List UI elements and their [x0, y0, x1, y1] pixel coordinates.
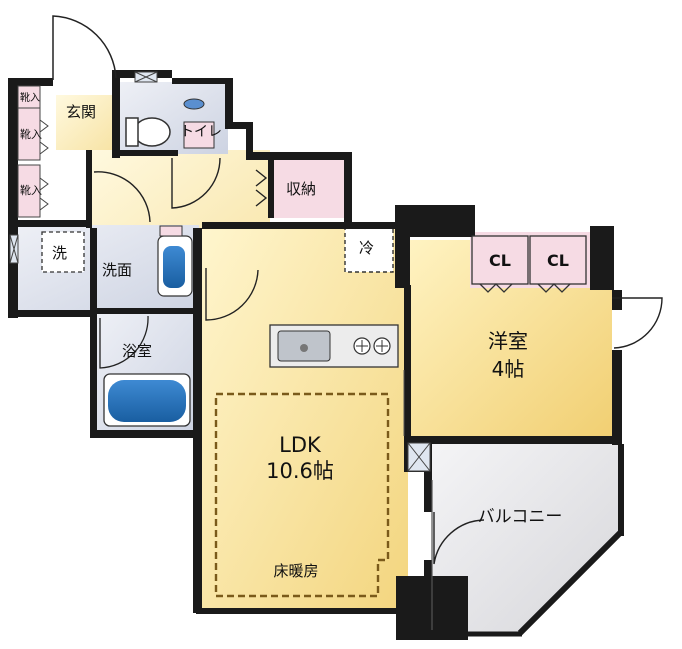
closet-door-marks	[471, 235, 587, 293]
stove-burner-marks	[356, 340, 388, 352]
closet-left-label: CL	[489, 251, 511, 270]
ldk-size-label: 10.6帖	[266, 459, 334, 483]
sen-label: 洗	[52, 244, 67, 262]
ldk-floor	[200, 218, 408, 612]
fridge-label: 冷	[359, 239, 374, 257]
senmen-label: 洗面	[102, 261, 132, 279]
toilet-tank-icon	[125, 117, 139, 147]
storage-label: 収納	[286, 180, 316, 198]
balcony-label: バルコニー	[478, 507, 563, 527]
shoe-door-marks	[39, 119, 49, 211]
toilet-cabinet-icon	[183, 121, 215, 149]
toilet-sink-icon	[183, 98, 205, 110]
toilet-label: トイレ	[180, 124, 222, 140]
youshitsu-size-label: 4帖	[492, 357, 525, 381]
bathroom-label: 浴室	[122, 342, 152, 360]
entrance-door-swing	[52, 15, 117, 80]
entrance-hall-floor	[56, 95, 116, 150]
closet-right-label: CL	[547, 251, 569, 270]
floor-heating-boundary	[214, 392, 390, 598]
window-marks	[9, 71, 431, 472]
shoe-storage	[17, 85, 41, 218]
kutsu-low-label: 靴入	[20, 183, 42, 197]
washer-spot	[41, 231, 85, 273]
kutsu-top-label: 靴入	[20, 91, 40, 104]
sink-drain-icon	[300, 344, 308, 352]
ldk-name-label: LDK	[279, 433, 322, 457]
door-swings	[93, 157, 663, 565]
youshitsu-floor	[410, 240, 612, 438]
bathtub-water-icon	[108, 380, 186, 422]
bath-door-swing	[99, 315, 149, 369]
genkan-label: 玄関	[66, 103, 96, 121]
storage-floor	[270, 160, 348, 218]
washroom-cabinet-icon	[159, 225, 183, 237]
wash-basin-bowl-icon	[163, 246, 185, 288]
youshitsu-name-label: 洋室	[488, 329, 528, 353]
floor-heating-label: 床暖房	[273, 562, 318, 580]
toilet-bowl-icon	[133, 117, 171, 147]
balcony-floor	[432, 444, 622, 634]
kutsu-mid-label: 靴入	[20, 127, 42, 141]
corridor-floor	[90, 150, 270, 295]
